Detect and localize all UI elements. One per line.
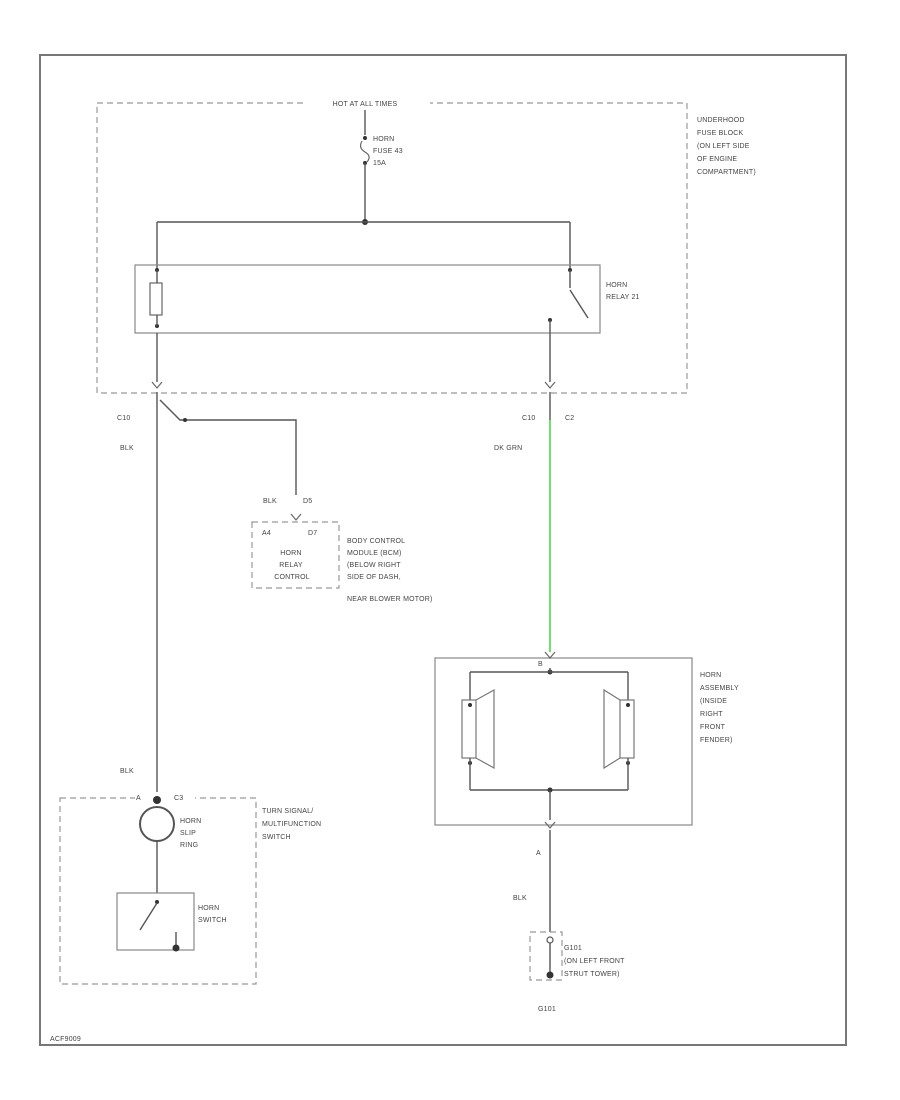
ground-point-icon: [546, 971, 554, 979]
lower-blk-label: BLK: [513, 895, 527, 902]
ground-label: G101: [538, 1006, 556, 1013]
bcm-wire-blk-label: BLK: [263, 498, 277, 505]
horn-slip-ring-label: HORN SLIP RING: [180, 818, 204, 849]
fuse-block-desc: UNDERHOOD FUSE BLOCK (ON LEFT SIDE OF EN…: [697, 117, 756, 176]
horn-slip-ring-icon: [139, 806, 175, 842]
horn-pin-top-label: B: [538, 661, 543, 668]
horn-switch-contact-icon: [139, 902, 158, 931]
horn-relay: HORN RELAY 21: [134, 264, 640, 334]
horn-switch-ground-icon: [172, 944, 180, 952]
horn-ground-wire: A BLK: [513, 821, 556, 932]
left-circuit-wires: C10 BLK BLK D5 BLK: [117, 333, 312, 795]
c10-right-connector-icon: [544, 381, 556, 389]
fuse-block-title-bg: [305, 97, 430, 109]
wire-blk-label-2: BLK: [120, 768, 134, 775]
horn-speaker-right-icon: [603, 688, 635, 770]
horn-relay-label: HORN RELAY 21: [606, 282, 640, 301]
turn-switch-pin-c-label: C3: [174, 795, 183, 802]
c10-left-label: C10: [117, 415, 130, 422]
c2-label: C2: [565, 415, 574, 422]
bcm-pin-b-label: D7: [308, 530, 317, 537]
horn-fuse-label: HORN FUSE 43 15A: [373, 136, 405, 167]
horn-fuse: HORN FUSE 43 15A: [359, 110, 405, 225]
relay-box: [134, 264, 601, 334]
horn-pin-bottom-label: A: [536, 850, 541, 857]
c10-right-label: C10: [522, 415, 535, 422]
horn-speaker-left-icon: [461, 688, 495, 770]
fuse-block-dashed-border: [96, 102, 688, 394]
turn-switch-pin-a-label: A: [136, 795, 141, 802]
bcm-branch-wire: [159, 399, 297, 495]
c10-left-connector-icon: [151, 381, 163, 389]
body-control-module: A4 D7 HORN RELAY CONTROL BODY CONTROL MO…: [251, 521, 433, 603]
bcm-desc: BODY CONTROL MODULE (BCM) (BELOW RIGHT S…: [347, 538, 433, 603]
footer-code: ACF9009: [50, 1036, 81, 1043]
turn-signal-multifunction-switch: A C3 HORN SLIP RING HORN SWITCH TURN SIG…: [59, 792, 323, 985]
bcm-dashed-border: [251, 521, 340, 589]
bcm-inner-label: HORN RELAY CONTROL: [274, 550, 310, 581]
horn-switch-label: HORN SWITCH: [198, 905, 227, 924]
bcm-connector-icon: [290, 513, 302, 521]
turn-switch-dashed-border: [59, 797, 257, 985]
right-circuit-wires: C10 C2 DK GRN: [494, 320, 574, 652]
ground-desc: G101 (ON LEFT FRONT STRUT TOWER): [564, 945, 627, 978]
relay-switch-icon: [569, 289, 589, 319]
relay-coil-icon: [149, 282, 163, 316]
bcm-pin-a-label: A4: [262, 530, 271, 537]
fuse-block-title: HOT AT ALL TIMES: [333, 101, 398, 108]
outer-border: [39, 54, 847, 1046]
fuse-element-icon: [359, 140, 370, 163]
horn-switch-box: [116, 892, 195, 951]
horn-assembly-box: [434, 657, 693, 826]
ground-g101: G101 (ON LEFT FRONT STRUT TOWER) G101: [529, 931, 627, 1013]
turn-switch-desc: TURN SIGNAL/ MULTIFUNCTION SWITCH: [262, 808, 323, 841]
dk-grn-label: DK GRN: [494, 445, 522, 452]
bcm-pin-d5-label: D5: [303, 498, 312, 505]
horn-assembly-desc: HORN ASSEMBLY (INSIDE RIGHT FRONT FENDER…: [700, 672, 741, 744]
underhood-fuse-block: HOT AT ALL TIMES UNDERHOOD FUSE BLOCK (O…: [96, 97, 756, 394]
horn-assembly: B HORN ASSEMBLY (INSIDE RIGHT: [434, 651, 741, 826]
wire-blk-label-1: BLK: [120, 445, 134, 452]
ground-dashed-border: [529, 931, 563, 981]
